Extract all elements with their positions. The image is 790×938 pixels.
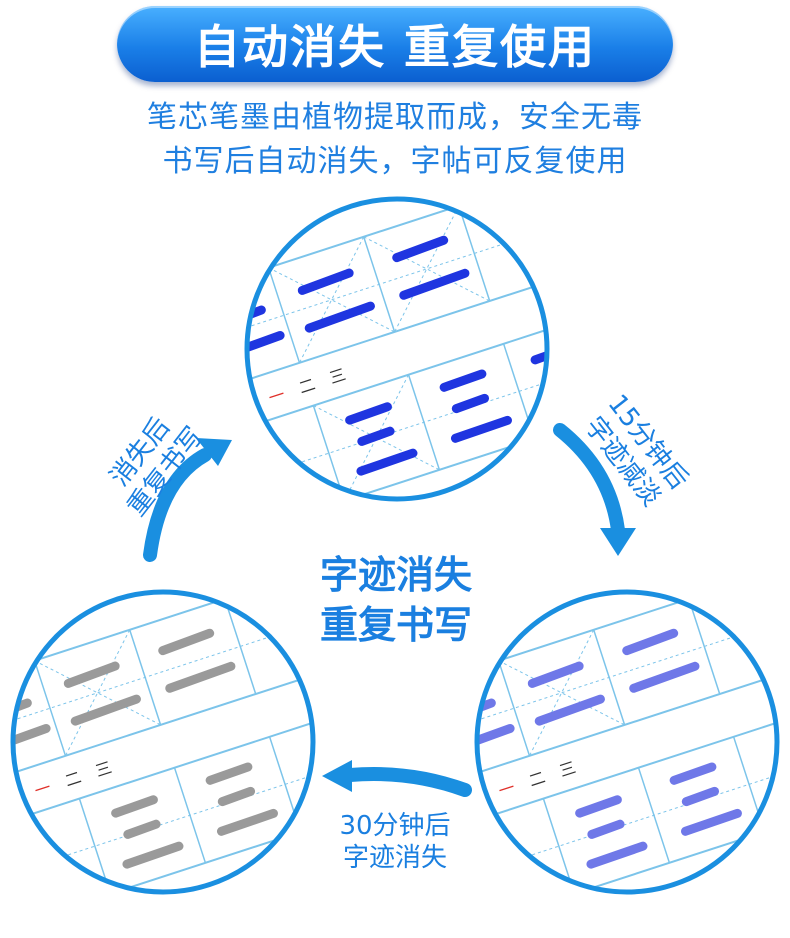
bottom-cycle-arrow xyxy=(322,760,472,797)
vanish-stage-line-1: 30分钟后 xyxy=(339,811,451,841)
banner-title: 自动消失 重复使用 xyxy=(193,20,596,74)
center-caption-line-1: 字迹消失 xyxy=(319,553,472,597)
vanished-ink-copybook: 一 二 三 xyxy=(10,589,316,895)
sample-char-1: 一 xyxy=(496,777,517,800)
faded-ink-circle: 一 二 三 xyxy=(470,585,784,899)
vanished-ink-circle: 一 二 三 xyxy=(6,585,320,899)
right-cycle-arrow xyxy=(553,423,636,556)
sample-char-2: 二 xyxy=(63,768,84,791)
left-cycle-arrow xyxy=(143,438,232,562)
sample-char-3: 三 xyxy=(93,758,114,781)
center-caption-line-2: 重复书写 xyxy=(319,603,472,647)
sample-char-2: 二 xyxy=(297,375,318,398)
faded-ink-copybook: 一 二 三 xyxy=(474,589,780,895)
vanish-stage-label: 30分钟后 字迹消失 xyxy=(320,810,470,874)
fresh-ink-copybook: 一 二 三 xyxy=(244,196,550,502)
sample-char-1: 一 xyxy=(32,777,53,800)
subtitle-line-1: 笔芯笔墨由植物提取而成，安全无毒 xyxy=(147,100,643,135)
subtitle-line-2: 书写后自动消失，字帖可反复使用 xyxy=(162,144,628,179)
sample-char-3: 三 xyxy=(327,365,348,388)
title-banner: 自动消失 重复使用 xyxy=(117,6,673,82)
sample-char-3: 三 xyxy=(557,758,578,781)
center-caption: 字迹消失 重复书写 xyxy=(296,550,496,650)
fresh-ink-circle: 一 二 三 xyxy=(240,192,554,506)
vanish-stage-line-2: 字迹消失 xyxy=(342,843,447,873)
sample-char-2: 二 xyxy=(527,768,548,791)
sample-char-1: 一 xyxy=(266,384,287,407)
